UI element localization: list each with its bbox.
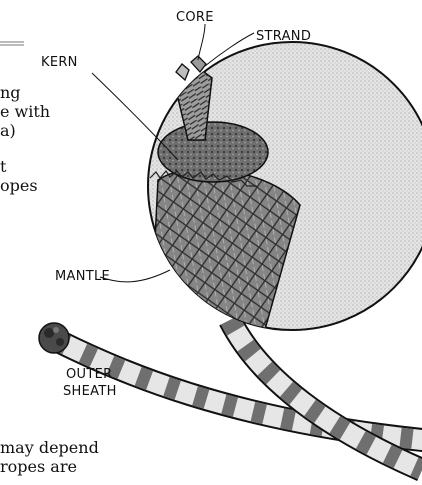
label-kern: KERN (41, 55, 78, 70)
rope-end-knot (39, 323, 69, 353)
decorative-rule (0, 42, 24, 45)
label-outer-sheath-line2: SHEATH (63, 384, 117, 399)
label-mantle: MANTLE (55, 269, 110, 284)
label-outer-sheath-line1: OUTER (66, 367, 112, 382)
label-core: CORE (176, 10, 214, 25)
magnified-view (148, 42, 422, 340)
label-strand: STRAND (256, 29, 311, 44)
